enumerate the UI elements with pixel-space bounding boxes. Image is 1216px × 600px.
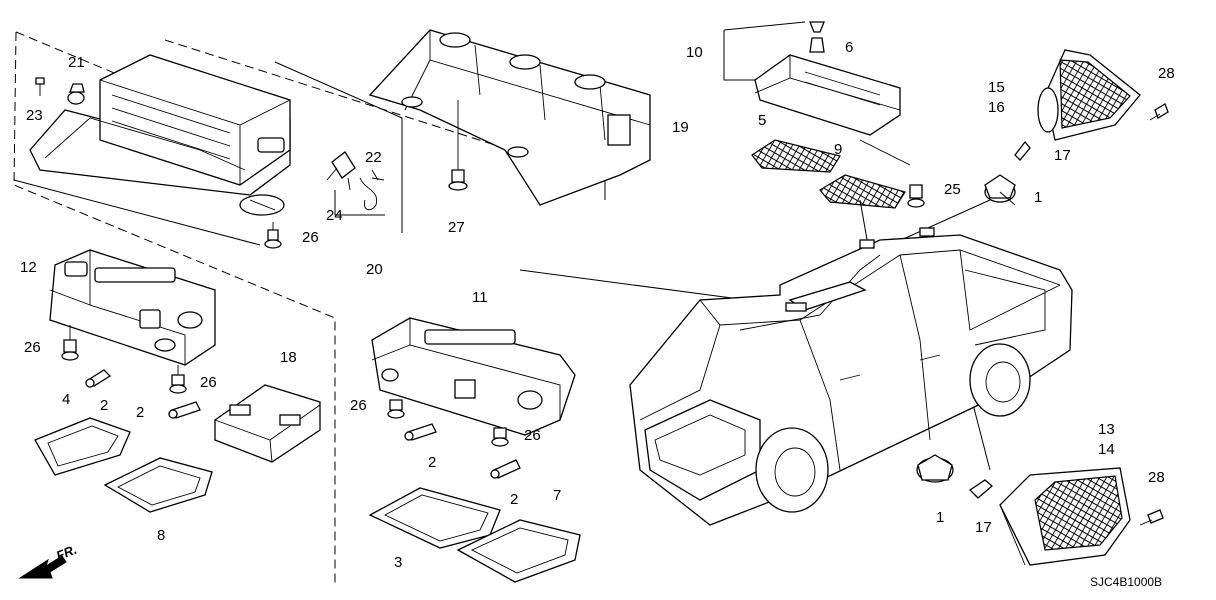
callout-20: 20 bbox=[366, 261, 383, 278]
callout-9: 9 bbox=[834, 141, 843, 158]
callout-26-e: 26 bbox=[524, 427, 541, 444]
part-26-bolt-a bbox=[264, 222, 282, 249]
part-10-rear-dome-light bbox=[723, 21, 901, 136]
callout-27: 27 bbox=[448, 219, 465, 236]
part-4-lens bbox=[34, 417, 131, 476]
callout-17-a: 17 bbox=[1054, 147, 1071, 164]
callout-26-a: 26 bbox=[302, 229, 319, 246]
callout-1-a: 1 bbox=[1034, 189, 1043, 206]
callout-22: 22 bbox=[365, 149, 382, 166]
part-5-lens bbox=[751, 139, 841, 173]
part-26-bolt-c bbox=[169, 365, 187, 394]
part-11-overhead-console bbox=[371, 317, 576, 436]
callout-26-d: 26 bbox=[350, 397, 367, 414]
part-20-front-console-assembly bbox=[29, 54, 291, 216]
callout-26-c: 26 bbox=[200, 374, 217, 391]
part-23-screw bbox=[35, 77, 45, 96]
part-15-16-cargo-light bbox=[1037, 49, 1141, 141]
callout-2-a: 2 bbox=[100, 397, 109, 414]
front-direction-arrow-icon bbox=[18, 555, 67, 579]
part-3-lens bbox=[368, 487, 501, 549]
callout-11: 11 bbox=[472, 289, 488, 306]
part-26-bolt-e bbox=[491, 427, 509, 447]
part-1-socket-b bbox=[916, 454, 954, 483]
part-17-bulb-a bbox=[1014, 140, 1031, 161]
callout-2-c: 2 bbox=[428, 454, 437, 471]
part-18-sunroof-switch bbox=[214, 384, 321, 463]
part-1-socket-a bbox=[984, 174, 1016, 206]
part-21-grommet bbox=[67, 83, 85, 105]
diagram-code: SJC4B1000B bbox=[1090, 575, 1163, 589]
callout-28-a: 28 bbox=[1158, 65, 1175, 82]
part-7-lens bbox=[456, 519, 581, 583]
part-9-lens bbox=[819, 174, 906, 209]
part-8-lens bbox=[103, 457, 213, 513]
pickup-truck-illustration bbox=[629, 227, 1073, 526]
callout-18: 18 bbox=[280, 349, 297, 366]
callout-3: 3 bbox=[394, 554, 403, 571]
callout-15: 15 bbox=[988, 79, 1005, 96]
callout-2-b: 2 bbox=[136, 404, 145, 421]
part-2-bulb-d bbox=[490, 459, 521, 479]
part-28-screw-a bbox=[1149, 103, 1169, 121]
part-12-map-light-assembly bbox=[49, 249, 216, 366]
part-26-bolt-b bbox=[61, 325, 79, 361]
part-6-clip bbox=[809, 21, 825, 53]
part-13-14-cargo-light bbox=[999, 467, 1131, 566]
callout-16: 16 bbox=[988, 99, 1005, 116]
part-26-bolt-d bbox=[387, 399, 405, 419]
callout-23: 23 bbox=[26, 107, 43, 124]
callout-1-b: 1 bbox=[936, 509, 945, 526]
part-2-bulb-a bbox=[85, 369, 112, 388]
callout-14: 14 bbox=[1098, 441, 1115, 458]
callout-12: 12 bbox=[20, 259, 37, 276]
callout-25: 25 bbox=[944, 181, 961, 198]
part-28-screw-b bbox=[1139, 509, 1164, 526]
callout-4: 4 bbox=[62, 391, 71, 408]
part-17-bulb-b bbox=[968, 479, 993, 499]
callout-8: 8 bbox=[157, 527, 166, 544]
part-25-bolt bbox=[859, 139, 925, 208]
callout-6: 6 bbox=[845, 39, 854, 56]
callout-17-b: 17 bbox=[975, 519, 992, 536]
callout-19: 19 bbox=[672, 119, 689, 136]
callout-26-b: 26 bbox=[24, 339, 41, 356]
part-2-bulb-b bbox=[168, 401, 201, 419]
part-19-roof-console-bracket bbox=[368, 29, 651, 206]
callout-5: 5 bbox=[758, 112, 767, 129]
part-2-bulb-c bbox=[404, 423, 437, 441]
part-24-bulb-socket bbox=[326, 151, 356, 191]
callout-10: 10 bbox=[686, 44, 703, 61]
callout-13: 13 bbox=[1098, 421, 1115, 438]
callout-2-d: 2 bbox=[510, 491, 519, 508]
callout-24: 24 bbox=[326, 207, 343, 224]
part-22-spring bbox=[359, 169, 379, 211]
callout-28-b: 28 bbox=[1148, 469, 1165, 486]
part-27-bolt bbox=[448, 100, 468, 191]
callout-7: 7 bbox=[553, 487, 562, 504]
callout-21: 21 bbox=[68, 54, 85, 71]
